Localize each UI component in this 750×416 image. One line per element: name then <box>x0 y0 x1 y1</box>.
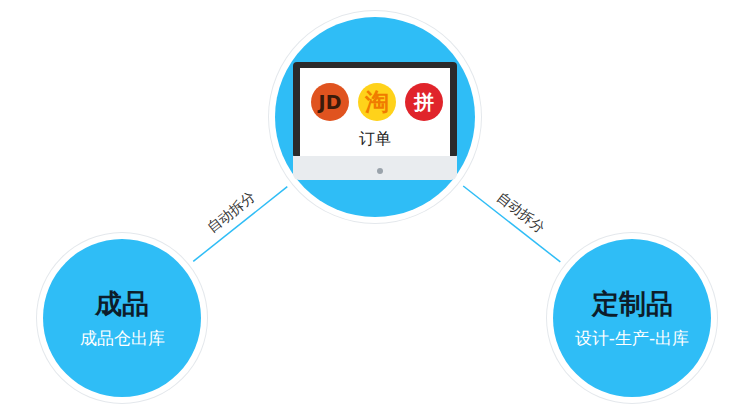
shop-name: JD <box>319 91 342 113</box>
product-note: 设计-生产-出库 <box>575 326 689 350</box>
shop-icon: 拼 <box>405 83 443 121</box>
product-note: 成品仓出库 <box>80 326 165 350</box>
shop-icon: 淘 <box>358 83 396 121</box>
product-circle: 成品成品仓出库 <box>43 239 201 397</box>
order-circle: 订单 JD 淘拼 <box>275 17 475 217</box>
product-circle: 定制品设计-生产-出库 <box>553 239 711 397</box>
edge-label: 自动拆分 <box>203 188 258 237</box>
monitor-chin <box>293 156 457 180</box>
shop-icon: JD <box>311 83 349 121</box>
split-line <box>193 187 287 262</box>
product-title: 成品 <box>95 286 149 322</box>
edge-label: 自动拆分 <box>493 188 548 237</box>
shop-name: 拼 <box>414 89 434 116</box>
order-label: 订单 <box>275 127 475 151</box>
shop-name: 淘 <box>365 86 389 118</box>
product-title: 定制品 <box>592 286 673 322</box>
monitor-button <box>377 168 383 174</box>
split-line <box>463 186 560 262</box>
